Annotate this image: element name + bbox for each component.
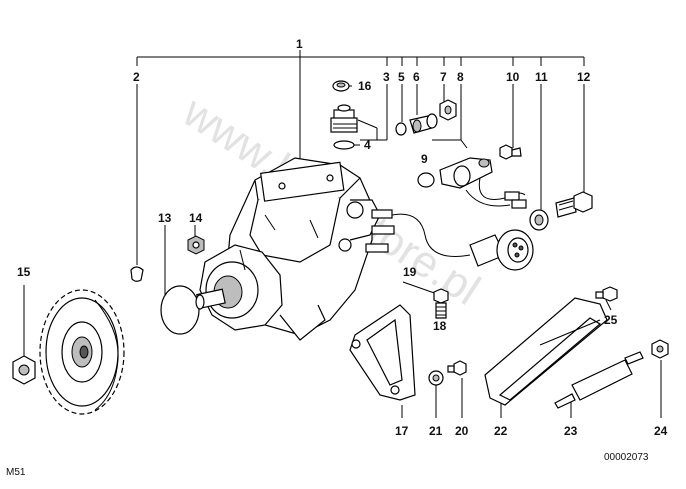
callout-24: 24	[654, 424, 668, 438]
sprocket	[39, 289, 125, 415]
callout-12: 12	[577, 70, 591, 84]
hex-nut-24	[651, 339, 669, 359]
nut-14	[187, 235, 205, 255]
callout-3: 3	[383, 70, 390, 84]
bolt-25	[595, 286, 618, 302]
hex-nut-15	[12, 355, 36, 385]
callout-1: 1	[296, 37, 303, 51]
callout-8: 8	[457, 70, 464, 84]
callout-17: 17	[395, 424, 409, 438]
image-number: 00002073	[604, 452, 649, 463]
callout-11: 11	[535, 70, 548, 84]
drawing-code: M51	[6, 467, 26, 478]
o-ring-13	[160, 285, 200, 335]
callout-7: 7	[440, 70, 447, 84]
callout-6: 6	[413, 70, 420, 84]
callout-16: 16	[358, 79, 372, 93]
bracket-17	[349, 304, 416, 401]
woodruff-key	[130, 266, 144, 282]
cap-16	[332, 80, 350, 92]
group-bracket	[136, 56, 585, 66]
stud-23	[554, 351, 644, 409]
callout-4: 4	[364, 138, 371, 152]
callout-10: 10	[506, 70, 520, 84]
callout-5: 5	[398, 70, 405, 84]
washer-11	[529, 209, 549, 231]
callout-2: 2	[133, 70, 140, 84]
bolt-18	[433, 288, 449, 319]
callout-labels: 1 2 3 4 5 6 7 8 9 10 11 12 13 14 15 16 1…	[17, 37, 668, 438]
support-bracket-22	[484, 297, 608, 406]
sealing-ring-4	[333, 140, 355, 150]
callout-21: 21	[429, 424, 443, 438]
injection-pump	[195, 157, 395, 341]
callout-18: 18	[433, 319, 447, 333]
callout-22: 22	[494, 424, 508, 438]
callout-23: 23	[564, 424, 578, 438]
callout-14: 14	[189, 211, 203, 225]
washer-21	[428, 370, 444, 386]
banjo-bolt-12	[555, 191, 593, 218]
bolt-10	[499, 144, 522, 160]
solenoid-valve-9	[417, 157, 527, 209]
fittings	[395, 99, 457, 136]
pressure-valve-3	[330, 104, 358, 133]
callout-25: 25	[604, 313, 618, 327]
wiring-harness	[391, 213, 534, 271]
callout-20: 20	[455, 424, 469, 438]
callout-9: 9	[421, 152, 428, 166]
callout-19: 19	[403, 265, 417, 279]
callout-15: 15	[17, 265, 31, 279]
callout-13: 13	[158, 211, 172, 225]
screw-20	[447, 360, 467, 376]
